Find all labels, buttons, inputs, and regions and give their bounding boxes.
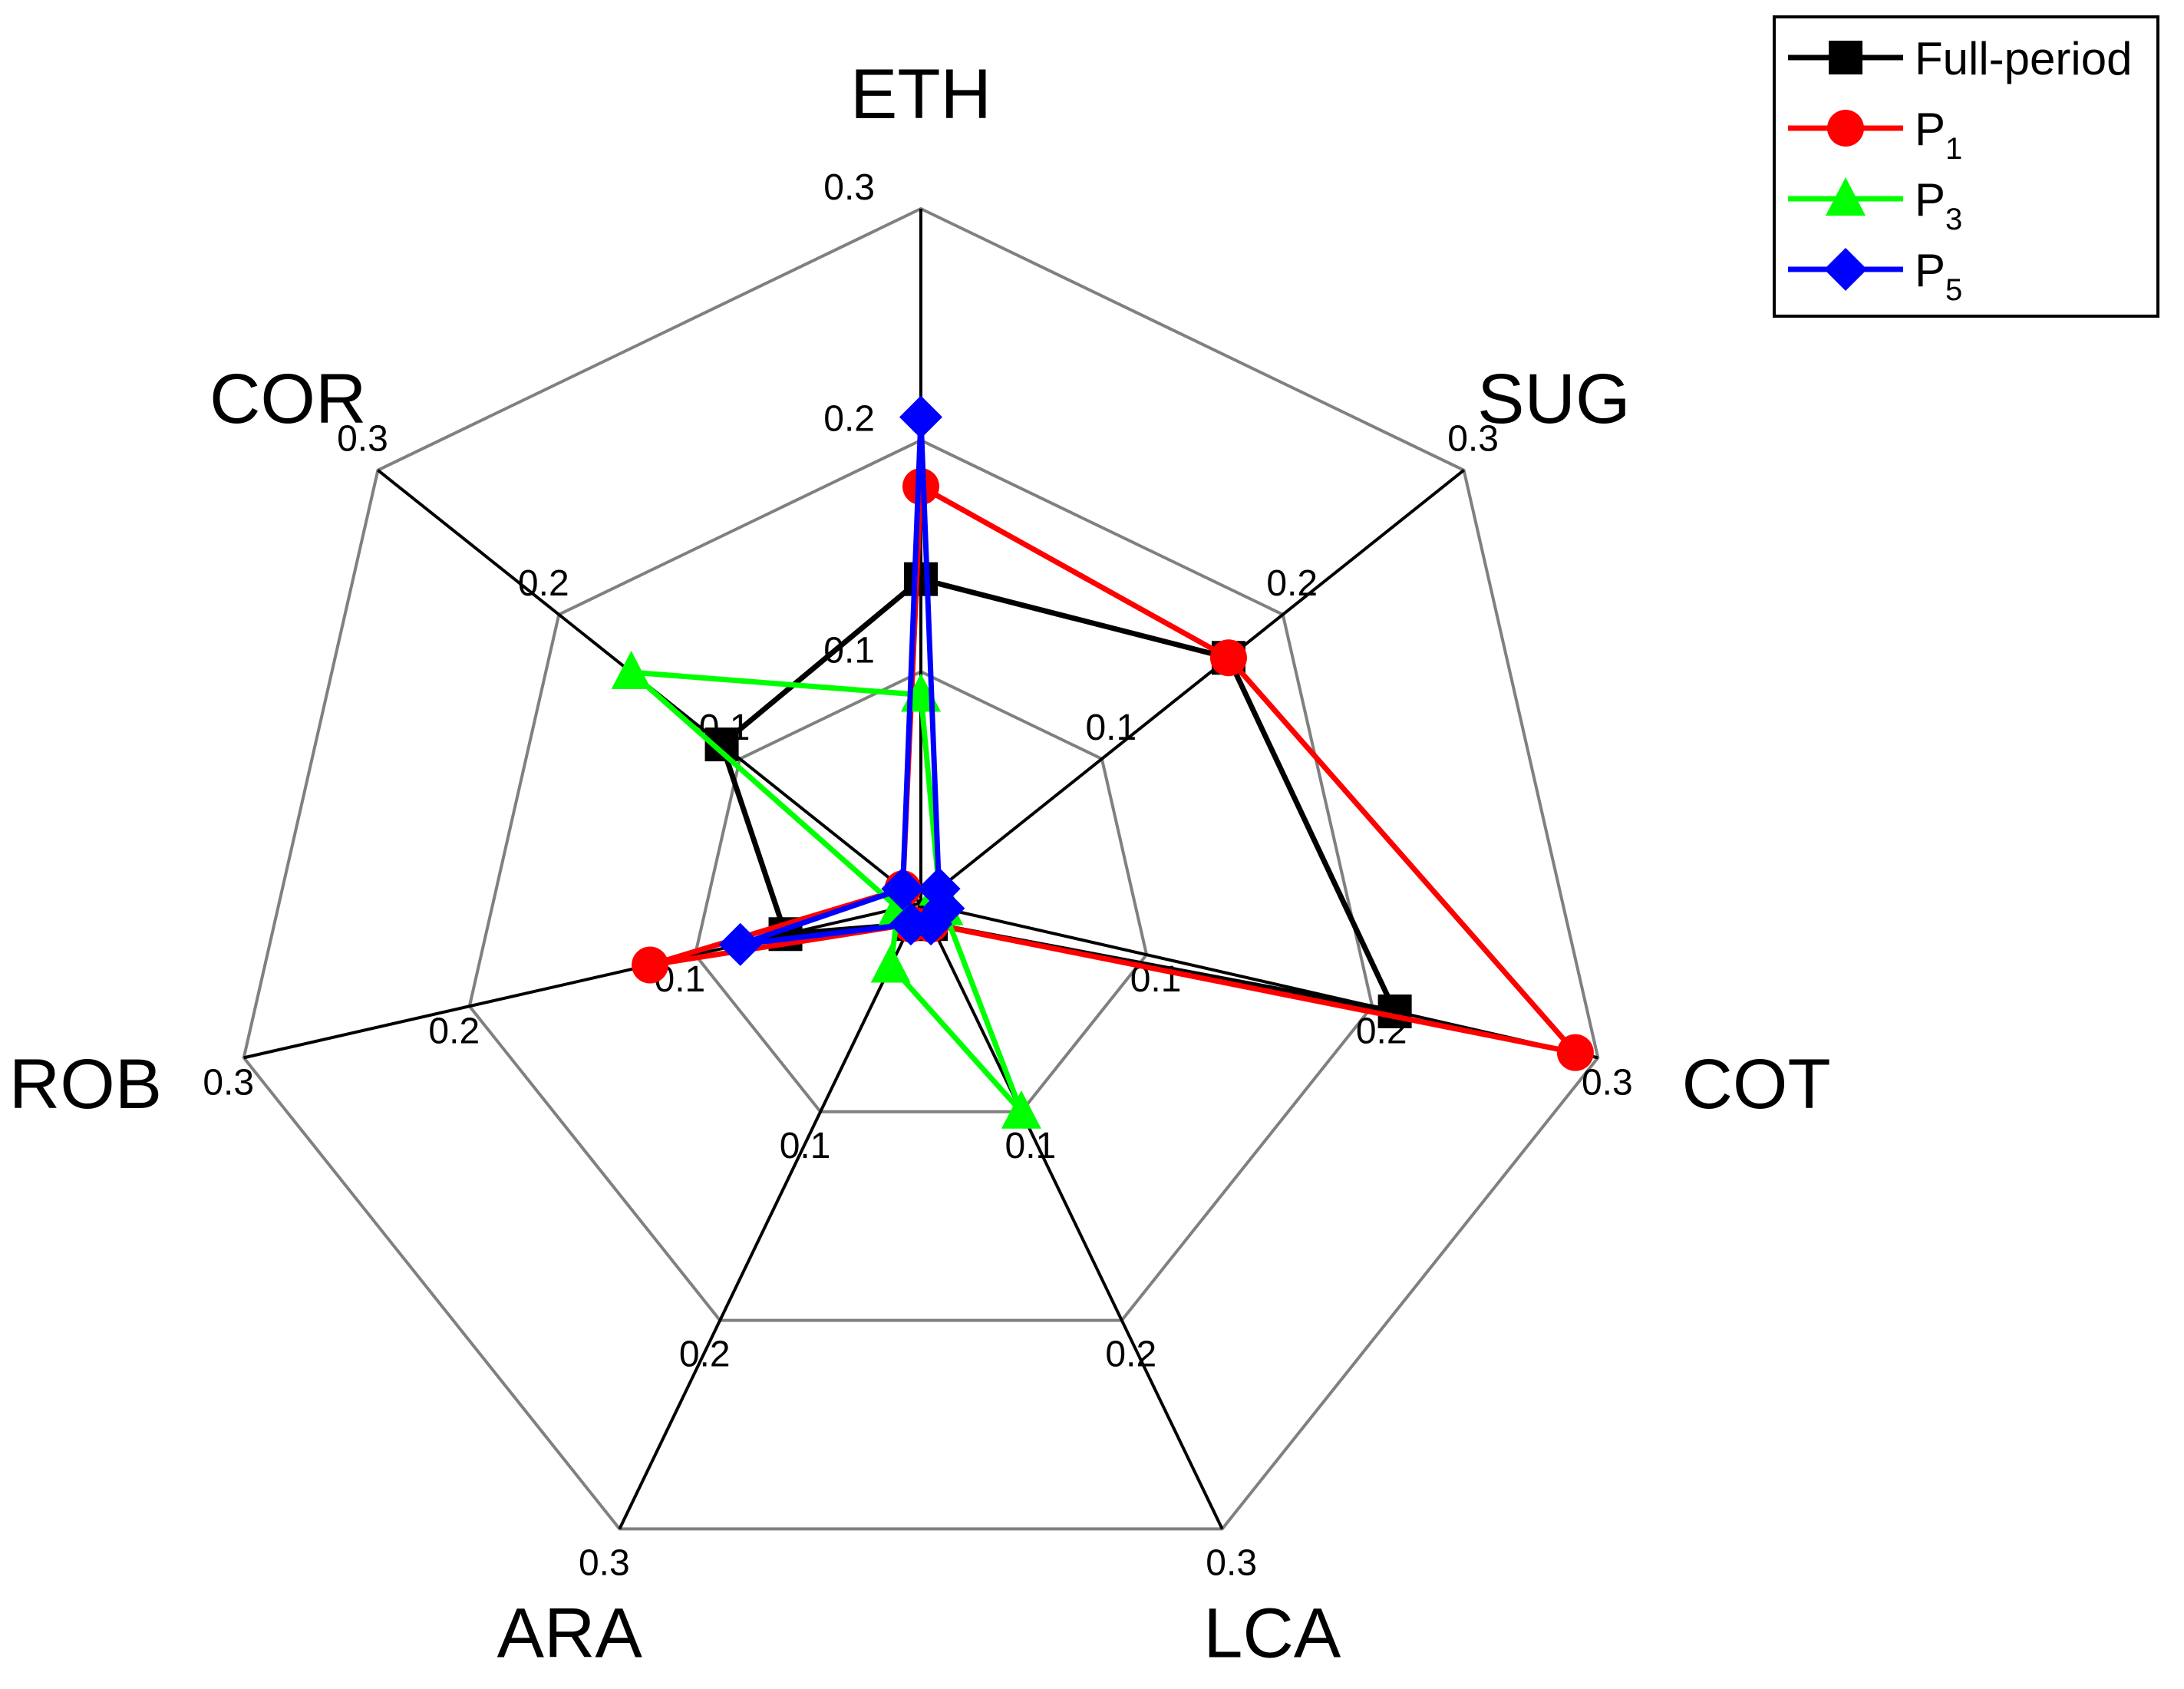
tick-label-rob-2: 0.2: [428, 1011, 480, 1051]
legend-marker-p1: [1827, 110, 1864, 147]
series-p3: [611, 651, 1041, 1129]
axis-spoke-rob: [243, 902, 922, 1060]
axis-spoke-ara: [618, 902, 922, 1530]
axis-titles: ETH SUG COT LCA ARA ROB COR: [9, 55, 1831, 1673]
tick-label-ara-3: 0.3: [579, 1542, 630, 1583]
series-line-p1: [647, 483, 1579, 1056]
series-p1: [632, 468, 1594, 1071]
axis-spoke-lca: [919, 902, 1224, 1530]
axis-title-sug: SUG: [1477, 360, 1630, 438]
legend-label-p1: P1: [1915, 104, 1962, 166]
tick-label-ara-1: 0.1: [780, 1126, 831, 1166]
axis-spoke-sug: [919, 469, 1465, 905]
point-p5-cor: [881, 867, 925, 911]
legend-marker-p5: [1824, 248, 1867, 291]
axis-title-ara: ARA: [497, 1595, 643, 1673]
axis-title-eth: ETH: [850, 55, 991, 134]
axis-title-lca: LCA: [1203, 1595, 1341, 1673]
legend-marker-p3: [1826, 177, 1866, 216]
tick-label-sug-1: 0.1: [1085, 708, 1137, 748]
axis-spokes: [243, 209, 1598, 1530]
tick-label-lca-2: 0.2: [1105, 1334, 1156, 1375]
point-p3-ara: [870, 944, 911, 983]
series-line-p3: [628, 669, 1024, 1115]
point-p3-lca: [1001, 1090, 1041, 1129]
tick-label-lca-1: 0.1: [1005, 1126, 1057, 1166]
point-p1-sug: [1209, 639, 1247, 677]
point-p3-cor: [611, 651, 652, 690]
point-p5-eth: [899, 395, 942, 439]
axis-title-cor: COR: [209, 360, 366, 438]
point-p1-cot: [1556, 1034, 1594, 1071]
tick-label-cor-3: 0.3: [337, 419, 388, 460]
tick-label-sug-3: 0.3: [1447, 419, 1499, 460]
grid-ring-3: [242, 206, 1600, 1531]
grid-ring-2: [467, 438, 1374, 1322]
tick-label-cot-3: 0.3: [1582, 1062, 1633, 1103]
tick-label-cor-2: 0.2: [518, 563, 569, 604]
grid-layer: [242, 206, 1600, 1531]
point-p1-rob: [632, 946, 669, 984]
tick-label-sug-2: 0.2: [1266, 563, 1318, 604]
tick-label-eth-3: 0.3: [823, 167, 875, 208]
point-full-period-cot: [1377, 994, 1412, 1028]
grid-ring-1: [693, 670, 1149, 1113]
point-full-period-eth: [904, 562, 938, 596]
axis-title-rob: ROB: [9, 1045, 162, 1123]
legend-label-full-period: Full-period: [1915, 33, 2132, 84]
legend-label-p3: P3: [1915, 174, 1962, 236]
series-layer: [611, 395, 1594, 1129]
tick-label-rob-3: 0.3: [203, 1062, 254, 1103]
legend-label-p5: P5: [1915, 245, 1962, 307]
tick-label-ara-2: 0.2: [679, 1334, 731, 1375]
point-p5-rob: [718, 922, 762, 966]
series-p5: [718, 395, 965, 966]
point-p5-ara: [889, 902, 932, 946]
legend-marker-full-period: [1829, 41, 1862, 74]
axis-title-cot: COT: [1681, 1045, 1830, 1123]
tick-label-eth-2: 0.2: [823, 399, 875, 440]
tick-label-lca-3: 0.3: [1206, 1542, 1257, 1583]
